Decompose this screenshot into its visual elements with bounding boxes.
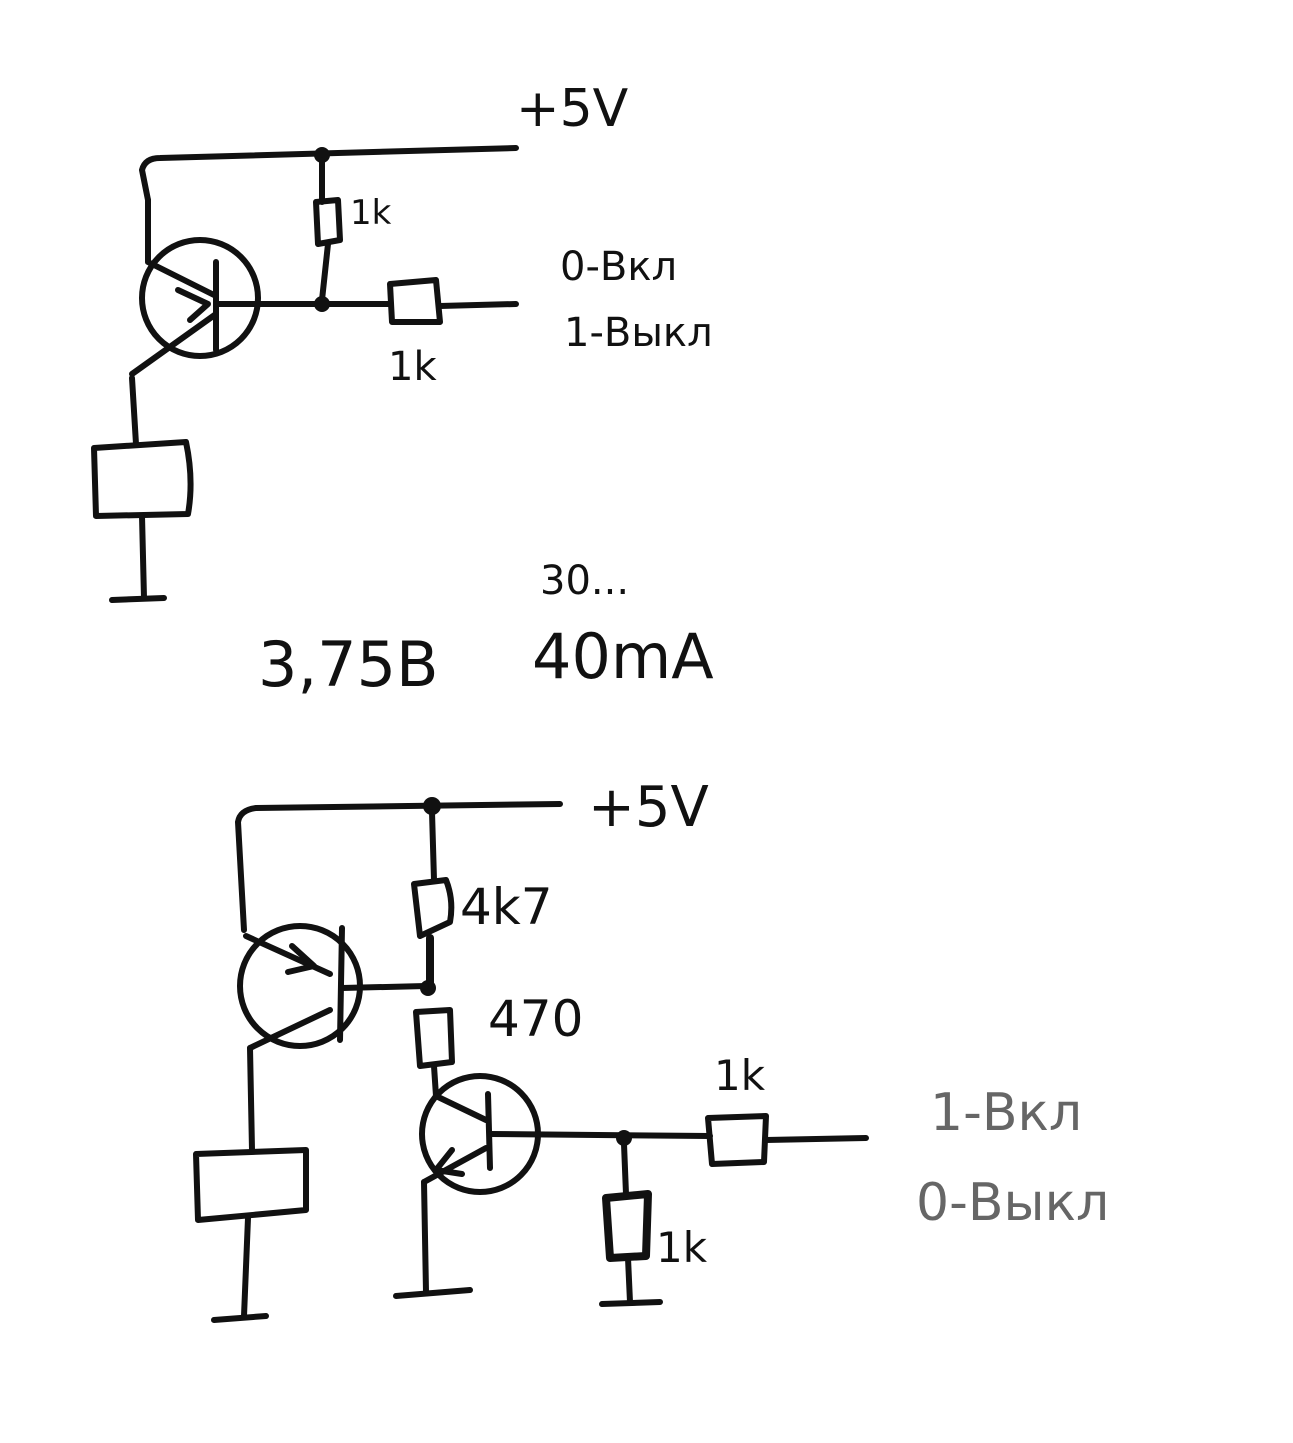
c2-transistor-a-base-wire — [339, 983, 429, 991]
c2-transistor-b-arrow — [433, 1147, 465, 1177]
spec-current-min: 30... — [540, 558, 629, 604]
c2-base-junction — [616, 1130, 632, 1146]
c2-wire-to-r-top — [429, 809, 437, 883]
c1-legend-line1: 0-Вкл — [560, 244, 677, 290]
c2-transistor-a-emitter — [243, 933, 333, 977]
labels: +5V 1k 1k 0-Вкл 1-Выкл 30... 3,75В 40mA … — [258, 79, 1109, 1272]
circuit-2 — [193, 797, 869, 1323]
c1-wire-to-ground — [139, 513, 147, 601]
c2-pulldown-resistor — [602, 1190, 652, 1262]
c2-pulldown-label: 1k — [656, 1223, 708, 1272]
c1-legend-line2: 1-Выкл — [564, 310, 713, 356]
c1-transistor-emitter — [129, 311, 219, 377]
c2-transistor-b-emitter — [421, 1145, 489, 1185]
c2-legend-line2: 0-Выкл — [916, 1173, 1109, 1233]
c1-transistor-collector — [145, 197, 219, 299]
c1-transistor-body — [139, 237, 261, 359]
c2-ground-middle — [393, 1287, 473, 1299]
c2-transistor-b-base-bar — [485, 1091, 493, 1171]
c2-wire-emitter-to-ground — [421, 1179, 429, 1295]
circuit-1 — [91, 145, 519, 603]
c2-supply-label: +5V — [588, 775, 709, 840]
c1-supply-junction — [314, 147, 330, 163]
c2-wire-to-coil — [247, 1045, 255, 1153]
c2-supply-junction — [423, 797, 441, 815]
c1-input-resistor — [387, 277, 443, 325]
c1-wire-pullup-to-node — [319, 241, 331, 303]
spec-current-max: 40mA — [532, 620, 714, 693]
c1-pullup-label: 1k — [350, 193, 392, 233]
c2-input-wire — [763, 1135, 869, 1143]
c2-transistor-a-base-bar — [337, 925, 345, 1043]
c2-supply-rail — [235, 801, 563, 933]
c2-wire-pulldown-to-ground — [625, 1255, 633, 1305]
c2-ground-left — [211, 1313, 269, 1323]
c1-supply-label: +5V — [516, 79, 629, 139]
c2-legend-line1: 1-Вкл — [930, 1083, 1082, 1143]
c1-base-junction — [314, 296, 330, 312]
c2-transistor-a-arrow — [285, 943, 317, 975]
c1-input-wire — [437, 301, 519, 309]
c2-wire-to-pulldown — [621, 1141, 629, 1197]
c2-ground-right — [599, 1299, 663, 1307]
c2-transistor-b-collector — [433, 1093, 489, 1123]
c2-r-base-label: 470 — [488, 990, 583, 1048]
c2-wire-coil-to-ground — [241, 1215, 251, 1319]
c2-transistor-b-base-wire — [487, 1131, 713, 1139]
c2-input-resistor-label: 1k — [714, 1051, 766, 1100]
c1-pullup-resistor — [313, 197, 343, 247]
c2-r-base-resistor — [413, 1007, 455, 1069]
c2-relay-coil — [193, 1147, 309, 1223]
spec-voltage: 3,75В — [258, 628, 439, 701]
c1-ground — [109, 595, 167, 603]
c2-input-resistor — [705, 1113, 769, 1167]
c2-r-top-label: 4k7 — [460, 878, 553, 936]
c1-wire-to-coil — [129, 375, 139, 447]
c2-wire-r-base-down — [431, 1063, 439, 1099]
c1-relay-coil — [91, 439, 194, 519]
c1-emitter-arrow — [175, 287, 211, 323]
c2-r-top-resistor — [411, 877, 455, 939]
c1-input-resistor-label: 1k — [388, 344, 437, 390]
c2-transistor-a-collector — [247, 1007, 333, 1051]
c1-supply-rail — [139, 145, 519, 203]
